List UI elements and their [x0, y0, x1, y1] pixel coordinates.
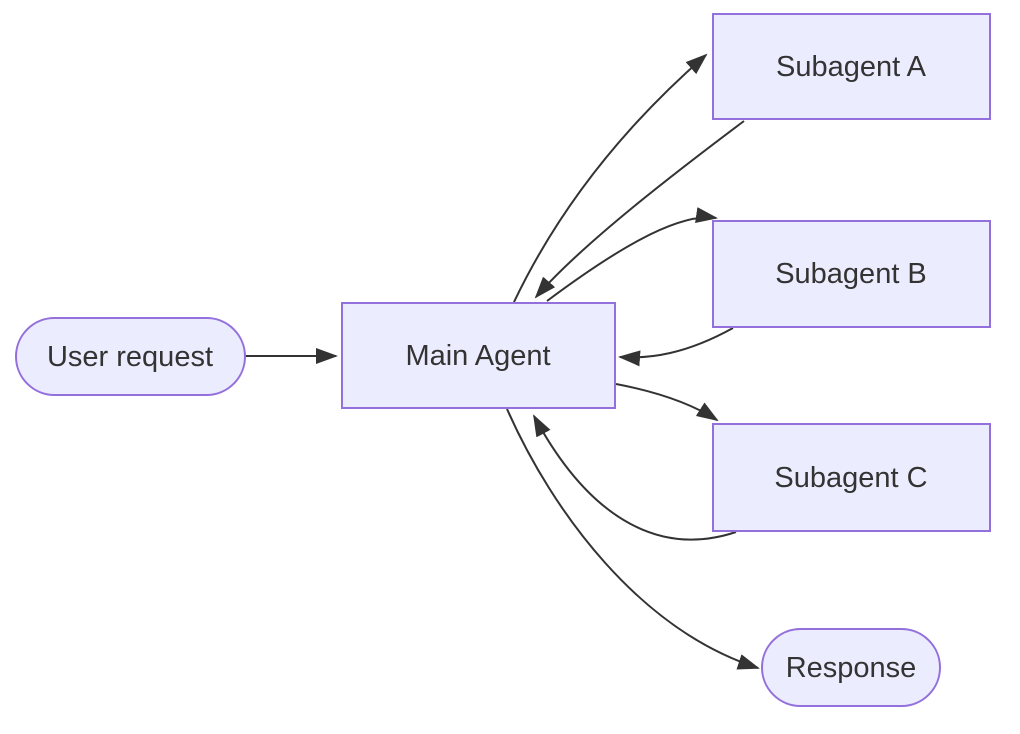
edge-main-agent-to-response [506, 408, 760, 670]
user-request-shape [15, 317, 246, 396]
subagent-a-label: Subagent A [776, 51, 927, 83]
node-subagent-c: Subagent C [712, 423, 991, 532]
subagent-b-shape [712, 220, 991, 328]
node-subagent-b: Subagent B [712, 220, 991, 328]
edge-subagent-a-to-main-agent [534, 120, 745, 299]
subagent-b-label: Subagent B [775, 258, 927, 290]
edge-main-agent-to-subagent-b [546, 207, 718, 302]
node-main-agent: Main Agent [341, 302, 616, 409]
edge-subagent-c-to-main-agent [533, 414, 737, 541]
node-response: Response [761, 628, 941, 707]
subagent-c-label: Subagent C [774, 462, 927, 494]
edge-main-agent-to-subagent-c [615, 383, 719, 422]
edge-subagent-b-to-main-agent [618, 327, 734, 367]
subagent-a-shape [712, 13, 991, 120]
main-agent-shape [341, 302, 616, 409]
user-request-label: User request [47, 341, 213, 373]
node-user-request: User request [15, 317, 246, 396]
node-subagent-a: Subagent A [712, 13, 991, 120]
node-layer: User request Main Agent Subagent A Subag… [15, 13, 991, 707]
main-agent-label: Main Agent [405, 340, 550, 372]
subagent-c-shape [712, 423, 991, 532]
response-shape [761, 628, 941, 707]
edge-main-agent-to-subagent-a [513, 53, 708, 303]
edge-layer [245, 53, 760, 670]
response-label: Response [786, 652, 917, 684]
